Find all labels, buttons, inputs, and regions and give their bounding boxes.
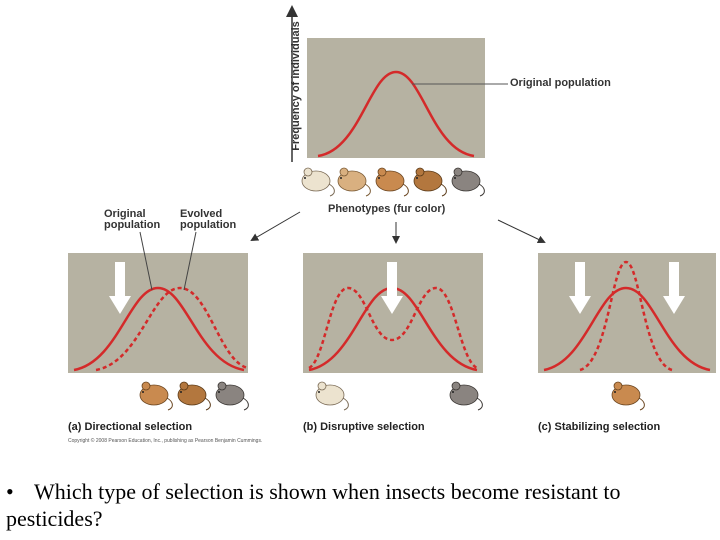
disruptive-evolved-curve [308, 286, 478, 370]
mouse-icon [611, 381, 645, 411]
selection-arrow-a [109, 262, 131, 314]
stabilizing-original-curve [543, 286, 711, 372]
directional-evolved-curve [95, 286, 249, 372]
y-axis-label: Frequency of individuals [290, 21, 302, 151]
mouse-icon [177, 381, 211, 411]
original-population-curve [317, 70, 475, 158]
mouse-icon [413, 167, 447, 197]
mouse-icon [375, 167, 409, 197]
selection-arrow-b [381, 262, 403, 314]
panel-a-original-line1: Original [104, 208, 146, 220]
panel-a-original-label: Original population [104, 209, 160, 231]
question-text-block: •Which type of selection is shown when i… [6, 478, 706, 532]
original-population-panel [307, 38, 485, 158]
evolved-leader-a [183, 231, 197, 291]
selection-arrow-c-left [569, 262, 591, 314]
directional-panel [68, 253, 248, 373]
directional-original-curve [73, 286, 245, 372]
stabilizing-panel [538, 253, 716, 373]
diagram-drawing [68, 5, 716, 411]
mouse-icon [337, 167, 371, 197]
caption-directional: (a) Directional selection [68, 421, 193, 433]
panel-a-original-line2: population [104, 219, 161, 231]
original-population-label: Original population [510, 77, 611, 89]
panel-a-evolved-line1: Evolved [180, 208, 223, 220]
mouse-icon [451, 167, 485, 197]
stabilizing-evolved-curve [579, 260, 673, 372]
arrow-to-directional [250, 211, 301, 242]
caption-stabilizing: (c) Stabilizing selection [538, 421, 661, 433]
mouse-icon [215, 381, 249, 411]
mouse-icon [315, 381, 349, 411]
panel-a-evolved-label: Evolved population [180, 209, 236, 231]
phenotypes-label: Phenotypes (fur color) [328, 203, 446, 215]
caption-disruptive: (b) Disruptive selection [303, 421, 425, 433]
panel-a-evolved-line2: population [180, 219, 237, 231]
original-leader-a [139, 231, 153, 291]
selection-arrow-c-right [663, 262, 685, 314]
copyright-notice: Copyright © 2008 Pearson Education, Inc.… [68, 438, 263, 444]
arrow-to-stabilizing [497, 219, 546, 244]
mouse-icon [139, 381, 173, 411]
mouse-icon [449, 381, 483, 411]
question-text: Which type of selection is shown when in… [6, 479, 621, 531]
bullet: • [6, 479, 14, 504]
mouse-icon [301, 167, 335, 197]
